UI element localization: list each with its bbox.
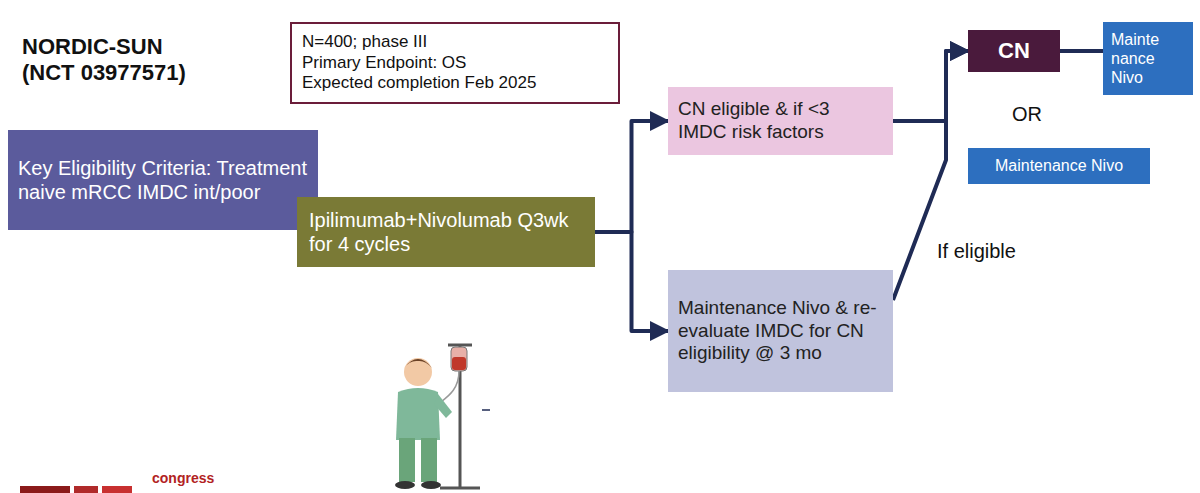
- diagram-title: NORDIC-SUN (NCT 03977571): [22, 34, 207, 87]
- logo-bar: [74, 486, 98, 493]
- treatment-box: Ipilimumab+Nivolumab Q3wk for 4 cycles: [297, 197, 595, 267]
- logo-text: congress: [152, 470, 214, 486]
- logo-bars: [20, 486, 132, 493]
- node-text: Ipilimumab+Nivolumab Q3wk for 4 cycles: [309, 208, 583, 256]
- node-text: N=400; phase III: [302, 32, 608, 52]
- node-text: Maintenance Nivo & re-evaluate IMDC for …: [678, 297, 883, 365]
- node-text: Mainte nance Nivo: [1111, 30, 1185, 88]
- flow-arrow: [893, 51, 968, 121]
- node-text: Maintenance Nivo: [976, 156, 1142, 175]
- logo-bar: [102, 486, 132, 493]
- patient-figure: [395, 345, 490, 489]
- choice-label: OR: [1012, 103, 1042, 126]
- logo-bar: [20, 486, 70, 493]
- outcome-box: Maintenance Nivo: [968, 148, 1150, 184]
- outcome-box: Mainte nance Nivo: [1103, 22, 1193, 95]
- flow-arrow: [595, 232, 668, 331]
- process-box: Maintenance Nivo & re-evaluate IMDC for …: [668, 270, 893, 392]
- node-text: CN: [974, 38, 1054, 64]
- node-text: Expected completion Feb 2025: [302, 73, 608, 93]
- criteria-box: Key Eligibility Criteria: Treatment naiv…: [8, 130, 318, 230]
- info-box: N=400; phase IIIPrimary Endpoint: OSExpe…: [290, 22, 620, 104]
- flow-arrow: [1060, 49, 1103, 53]
- surgery-box: CN: [968, 30, 1060, 72]
- process-box: CN eligible & if <3 IMDC risk factors: [668, 87, 893, 155]
- flow-arrow: [595, 121, 668, 232]
- node-text: CN eligible & if <3 IMDC risk factors: [678, 98, 883, 144]
- edge-label: If eligible: [935, 240, 1018, 263]
- node-text: Primary Endpoint: OS: [302, 53, 608, 73]
- node-text: Key Eligibility Criteria: Treatment naiv…: [18, 156, 308, 204]
